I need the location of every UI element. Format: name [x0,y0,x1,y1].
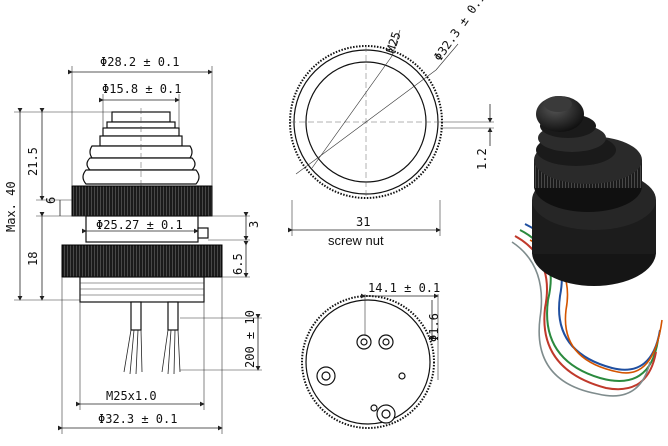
nut-outer-dia-label: Φ32.3 ± 0.1 [431,0,488,64]
dim-h-bottom: 18 [26,252,40,266]
dim-nut-height: 6.5 [231,253,245,275]
nut-thickness-label: 1.2 [475,148,489,170]
thread [79,276,205,303]
dim-thread: M25x1.0 [106,389,157,403]
dim-dia-mid: Φ25.27 ± 0.1 [96,218,183,232]
bottom-view: 14.1 ± 0.1 Φ1.6 [301,281,441,429]
dim-h-mid: 6 [44,197,58,204]
cable-wires [123,301,181,375]
dim-dia-bottom: Φ32.3 ± 0.1 [98,412,177,426]
nut-width-label: 31 [356,215,370,229]
lower-knurled-nut [61,244,223,278]
product-photo [511,96,663,397]
dim-dia-top: Φ28.2 ± 0.1 [100,55,179,69]
side-view: Φ28.2 ± 0.1 Φ15.8 ± 0.1 Max. 40 21.5 6 1… [4,55,262,434]
screw-nut-view: M25 Φ32.3 ± 0.1 1.2 31 screw nut [288,0,494,248]
dim-cable-length: 200 ± 10 [243,310,257,368]
nut-caption: screw nut [328,233,384,248]
dim-h-top: 21.5 [26,147,40,176]
dim-dia-inner: Φ15.8 ± 0.1 [102,82,181,96]
dim-gap: 3 [247,221,261,228]
rubber-boot [82,108,200,240]
bottom-hole-dia-label: Φ1.6 [427,313,441,342]
dim-max-height: Max. 40 [4,181,18,232]
upper-knurled-ring [71,185,213,217]
bottom-spacing-label: 14.1 ± 0.1 [368,281,440,295]
nut-thread-label: M25 [384,30,404,55]
